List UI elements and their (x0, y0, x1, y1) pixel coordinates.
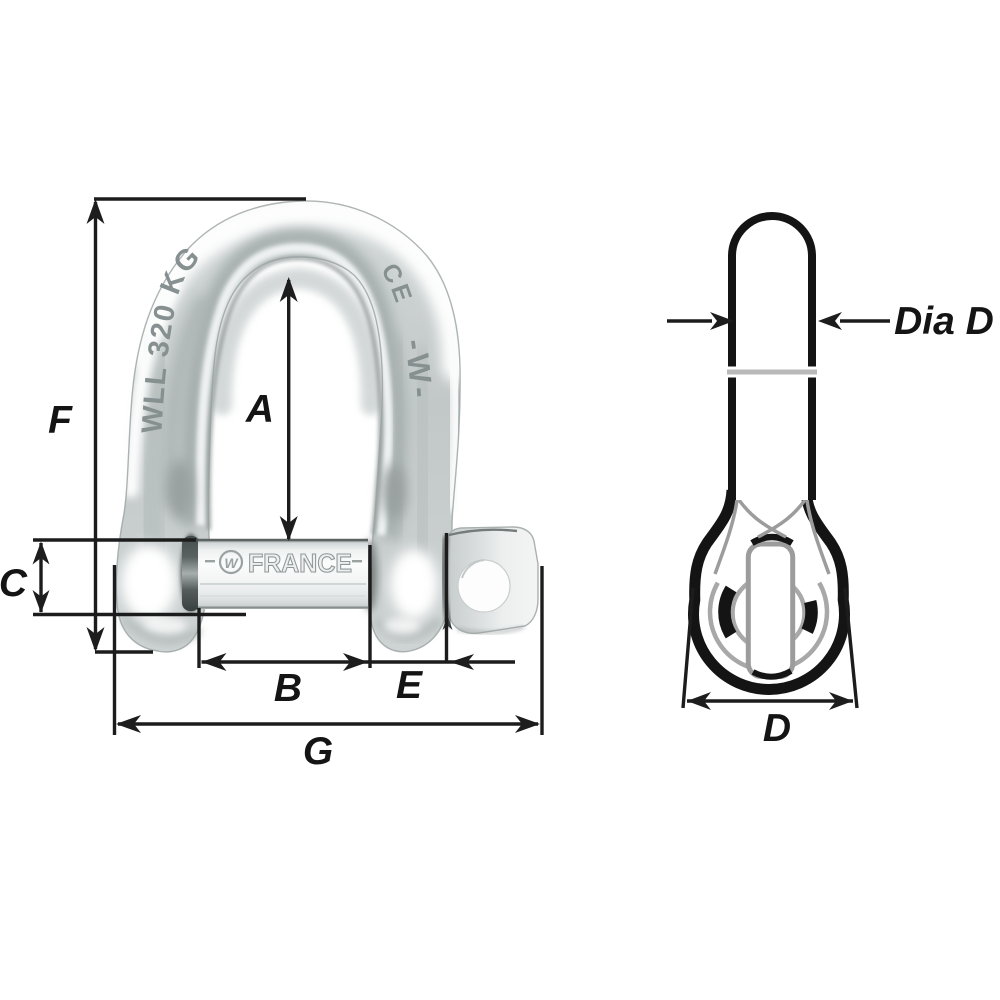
svg-text:D: D (763, 707, 791, 750)
svg-text:A: A (245, 388, 274, 431)
svg-text:G: G (303, 730, 333, 773)
svg-text:F: F (48, 399, 73, 442)
svg-text:C: C (0, 562, 28, 605)
svg-text:E: E (396, 664, 423, 707)
svg-text:-W-: -W- (398, 337, 440, 403)
svg-text:Dia D: Dia D (894, 300, 994, 343)
svg-text:B: B (274, 667, 302, 710)
svg-text:FRANCE: FRANCE (248, 548, 352, 578)
svg-text:W: W (224, 555, 239, 571)
